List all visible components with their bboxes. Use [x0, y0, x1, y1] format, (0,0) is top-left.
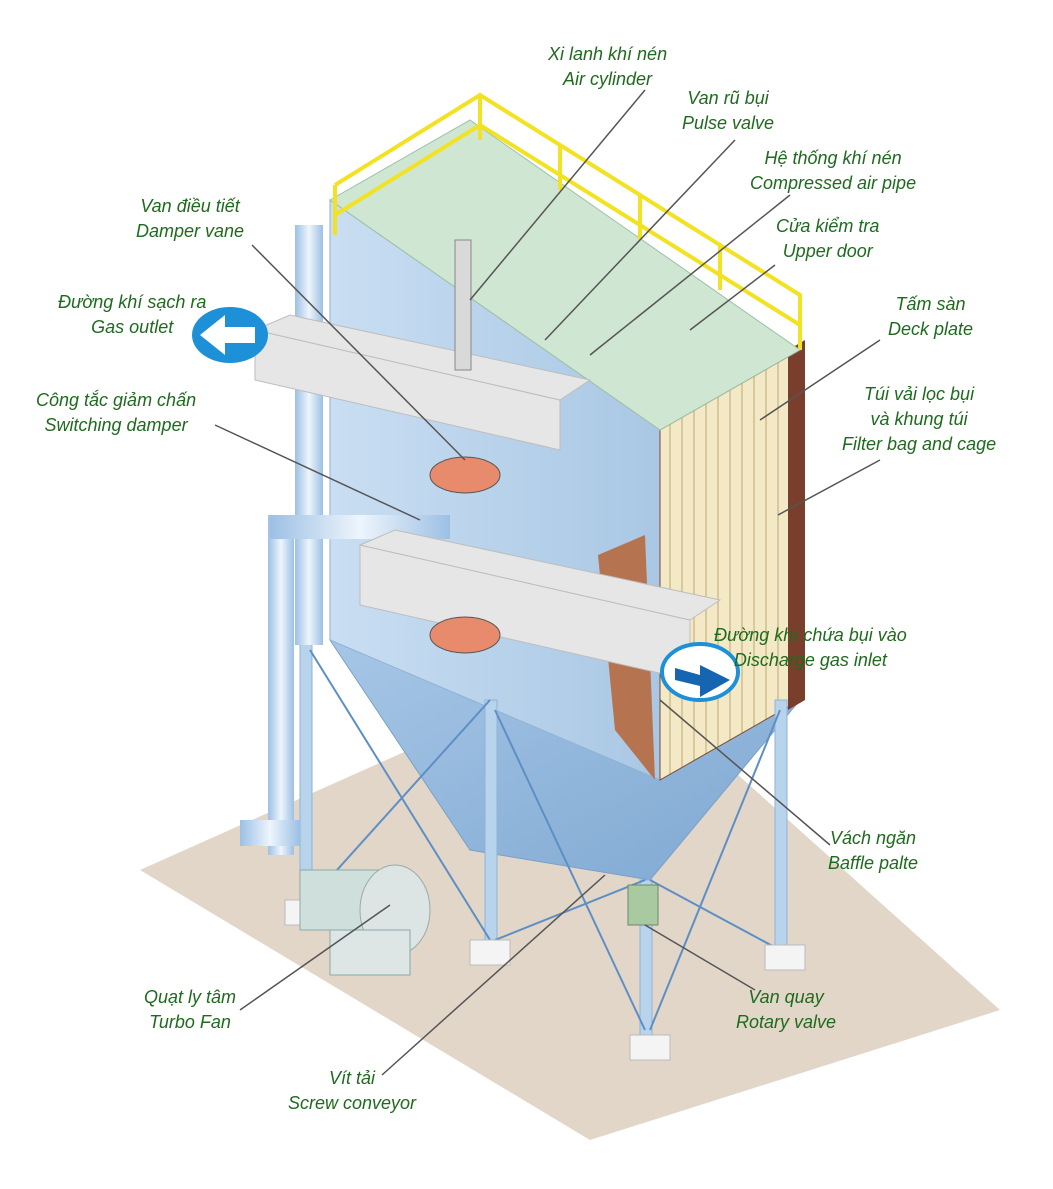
label-baffle-plate: Vách ngăn Baffle palte: [828, 826, 918, 876]
label-filter-bag: Túi vải lọc bụi và khung túi Filter bag …: [842, 382, 996, 457]
label-pulse-valve: Van rũ bụi Pulse valve: [682, 86, 774, 136]
label-upper-door: Cửa kiểm tra Upper door: [776, 214, 879, 264]
damper-disc-upper: [429, 456, 501, 494]
cross-braces: [309, 649, 781, 1031]
label-vi: Túi vải lọc bụi: [864, 384, 975, 404]
label-vi: Công tắc giảm chấn: [36, 390, 197, 410]
label-vi: Vít tải: [329, 1068, 376, 1088]
pipework: [240, 225, 450, 855]
label-vi: Van điều tiết: [140, 196, 240, 216]
label-en: Pulse valve: [682, 113, 775, 133]
label-en: Damper vane: [136, 221, 245, 241]
label-vi-2: và khung túi: [870, 409, 968, 429]
safety-railing: [333, 92, 802, 350]
label-screw-conveyor: Vít tải Screw conveyor: [288, 1066, 416, 1116]
label-vi: Cửa kiểm tra: [776, 216, 880, 236]
label-vi: Đường khí chứa bụi vào: [714, 625, 907, 645]
turbo-fan-unit: [299, 864, 431, 976]
gas-outlet-arrow: [192, 307, 268, 363]
label-deck-plate: Tấm sàn Deck plate: [888, 292, 973, 342]
label-vi: Vách ngăn: [829, 828, 917, 848]
gas-inlet-arrow: [660, 642, 740, 702]
label-en: Filter bag and cage: [842, 434, 997, 454]
ducts: [253, 314, 722, 681]
label-en: Discharge gas inlet: [733, 650, 887, 670]
label-gas-outlet: Đường khí sạch ra Gas outlet: [58, 290, 206, 340]
ground-slab: [140, 660, 1000, 1140]
rotary-valve-unit: [627, 884, 659, 926]
label-en: Air cylinder: [563, 69, 653, 89]
label-vi: Xi lanh khí nén: [548, 44, 668, 64]
label-en: Upper door: [782, 241, 873, 261]
label-vi: Tấm sàn: [895, 294, 966, 314]
label-vi: Đường khí sạch ra: [58, 292, 207, 312]
label-en: Baffle palte: [828, 853, 919, 873]
label-compressed-air-pipe: Hệ thống khí nén Compressed air pipe: [750, 146, 916, 196]
label-en: Gas outlet: [91, 317, 174, 337]
label-en: Screw conveyor: [288, 1093, 417, 1113]
casing-edge: [788, 340, 805, 710]
damper-disc-lower: [429, 616, 501, 654]
label-en: Turbo Fan: [149, 1012, 231, 1032]
label-turbo-fan: Quạt ly tâm Turbo Fan: [144, 985, 236, 1035]
label-gas-inlet: Đường khí chứa bụi vào Discharge gas inl…: [714, 623, 907, 673]
footings: [284, 899, 806, 1061]
label-en: Deck plate: [888, 319, 974, 339]
label-en: Rotary valve: [736, 1012, 837, 1032]
label-en: Switching damper: [44, 415, 188, 435]
label-switching-damper: Công tắc giảm chấn Switching damper: [36, 388, 196, 438]
leader-lines: [214, 89, 881, 1076]
label-air-cylinder: Xi lanh khí nén Air cylinder: [548, 42, 667, 92]
label-vi: Van rũ bụi: [687, 88, 769, 108]
label-vi: Hệ thống khí nén: [764, 148, 902, 168]
label-damper-vane: Van điều tiết Damper vane: [136, 194, 244, 244]
label-vi: Van quay: [748, 987, 824, 1007]
air-cylinder-body: [454, 239, 472, 371]
label-rotary-valve: Van quay Rotary valve: [736, 985, 836, 1035]
label-vi: Quạt ly tâm: [144, 987, 237, 1007]
label-en: Compressed air pipe: [750, 173, 917, 193]
